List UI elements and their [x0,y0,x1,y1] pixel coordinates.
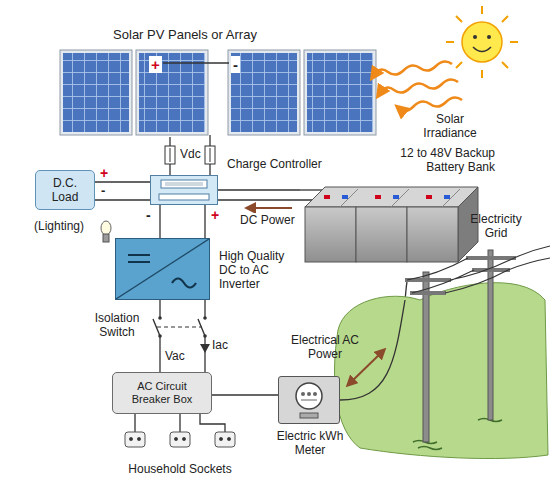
pv-array: Solar PV Panels or Array [55,25,381,137]
polarity-sign: + [100,165,108,181]
charge-controller: Charge Controller [150,175,218,205]
ac-power-arrow [350,352,382,383]
fuses [165,146,215,164]
current-label: Iac [212,338,228,352]
edge-label: DC Power [238,213,297,227]
breaker-label: AC Circuit Breaker Box [125,380,199,406]
meter-dial [279,377,339,423]
sockets-label: Household Sockets [105,462,255,476]
array-heading: Solar PV Panels or Array [60,27,310,42]
household-sockets [125,432,235,447]
power-flow-label: Electrical AC Power [287,333,363,361]
battery-label: 12 to 48V Backup Battery Bank [375,146,495,174]
sun [446,6,518,78]
polarity-sign: - [101,184,105,198]
voltage-label: Vac [165,349,185,363]
inverter-label: High Quality DC to AC Inverter [219,249,305,291]
grid-label: Electricity Grid [460,212,532,240]
meter-label: Electric kWh Meter [275,429,345,457]
inverter-symbol [116,239,209,299]
battery-bank [305,187,478,262]
polarity-sign: + [211,207,219,223]
wire-connector [218,189,300,190]
breaker-box: AC Circuit Breaker Box [112,372,212,414]
irradiance-arrows [374,61,462,110]
electricity-grid: Electricity Grid [405,212,540,450]
wire-connector [95,181,150,182]
polarity-sign: - [146,207,151,223]
load-note: (Lighting) [24,219,94,233]
power-flow-arrow [250,207,292,209]
wire-connector [340,300,405,400]
polarity-sign: + [149,56,162,73]
wire-connector [212,394,278,395]
kwh-meter: Electric kWh Meter [278,376,340,424]
load-name: D.C. Load [43,176,87,204]
wire-connector [169,137,170,175]
controller-panel [151,176,217,204]
polarity-sign: - [231,56,240,73]
switch-label: Isolation Switch [84,311,150,339]
light-bulb [101,221,111,242]
inverter-box: High Quality DC to AC Inverter [115,238,210,300]
current-arrow [200,344,210,353]
wire-connector [159,205,160,238]
isolation-switch [153,316,209,338]
voltage-label: Vdc [180,147,201,161]
solar-panels [60,50,376,135]
electricity-grid [334,246,550,459]
controller-label: Charge Controller [227,157,322,171]
irradiance-label: Solar Irradiance [412,112,488,140]
dc-load-box: D.C. Load(Lighting) [35,170,95,210]
battery-bank: 12 to 48V Backup Battery Bank [300,146,495,262]
